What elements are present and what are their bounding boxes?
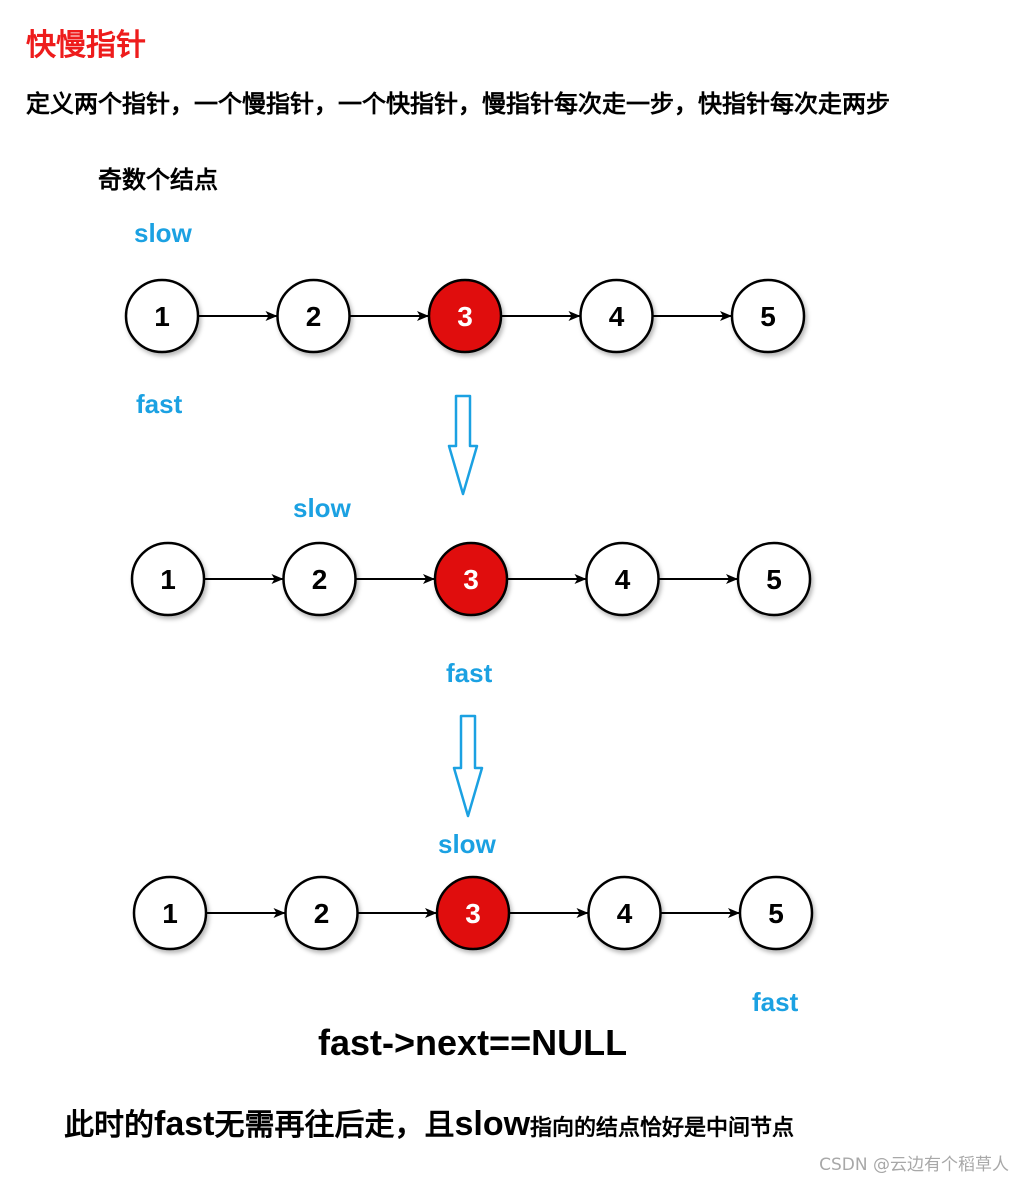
list-node-value: 5 (766, 564, 782, 595)
row3-fast-label: fast (752, 987, 799, 1017)
conclusion-slow: slow (454, 1105, 531, 1143)
conclusion-text: 此时的fast无需再往后走，且slow指向的结点恰好是中间节点 (64, 1100, 794, 1144)
list-node-value: 2 (312, 564, 328, 595)
termination-condition: fast->next==NULL (318, 1022, 628, 1063)
list-node-middle (433, 541, 509, 617)
list-node-value: 1 (162, 898, 178, 929)
list-node-value: 4 (609, 301, 625, 332)
conclusion-part3: 指向的结点恰好是中间节点 (530, 1116, 795, 1141)
list-node-value: 3 (457, 301, 473, 332)
down-arrow-icon (447, 394, 479, 496)
list-node-value: 3 (463, 564, 479, 595)
list-node-value: 2 (306, 301, 322, 332)
conclusion-part1: 此时的 (64, 1108, 154, 1143)
list-node-value: 5 (768, 898, 784, 929)
list-node (585, 541, 660, 617)
list-node-value: 5 (760, 301, 776, 332)
subtitle: 奇数个结点 (98, 166, 218, 194)
row2-fast-label: fast (446, 658, 493, 688)
list-node (730, 278, 806, 354)
list-node (579, 278, 654, 354)
linked-list-row-1: 1 2 3 4 5 (124, 278, 806, 354)
list-node-middle (427, 278, 503, 354)
linked-list-row-3: 1 2 3 4 5 (132, 875, 814, 951)
page-title: 快慢指针 (26, 28, 146, 63)
down-arrow-icon (452, 714, 484, 818)
list-node (587, 875, 662, 951)
list-node-value: 4 (617, 898, 633, 929)
conclusion-fast: fast (154, 1105, 215, 1143)
list-node (284, 875, 359, 951)
list-node (282, 541, 357, 617)
list-node (276, 278, 351, 354)
list-node (738, 875, 814, 951)
watermark: CSDN @云边有个稻草人 (819, 1155, 1009, 1175)
intro-text: 定义两个指针，一个慢指针，一个快指针，慢指针每次走一步，快指针每次走两步 (26, 90, 890, 118)
linked-list-row-2: 1 2 3 4 5 (130, 541, 812, 617)
list-node (132, 875, 208, 951)
list-node (736, 541, 812, 617)
list-node-middle (435, 875, 511, 951)
list-node-value: 1 (154, 301, 170, 332)
list-node-value: 1 (160, 564, 176, 595)
row1-slow-label: slow (134, 218, 192, 248)
list-node (124, 278, 200, 354)
list-node-value: 2 (314, 898, 330, 929)
conclusion-part2: 无需再往后走，且 (214, 1108, 455, 1143)
list-node-value: 3 (465, 898, 481, 929)
row3-slow-label: slow (438, 829, 496, 859)
list-node-value: 4 (615, 564, 631, 595)
row2-slow-label: slow (293, 493, 351, 523)
row1-fast-label: fast (136, 389, 183, 419)
list-node (130, 541, 206, 617)
